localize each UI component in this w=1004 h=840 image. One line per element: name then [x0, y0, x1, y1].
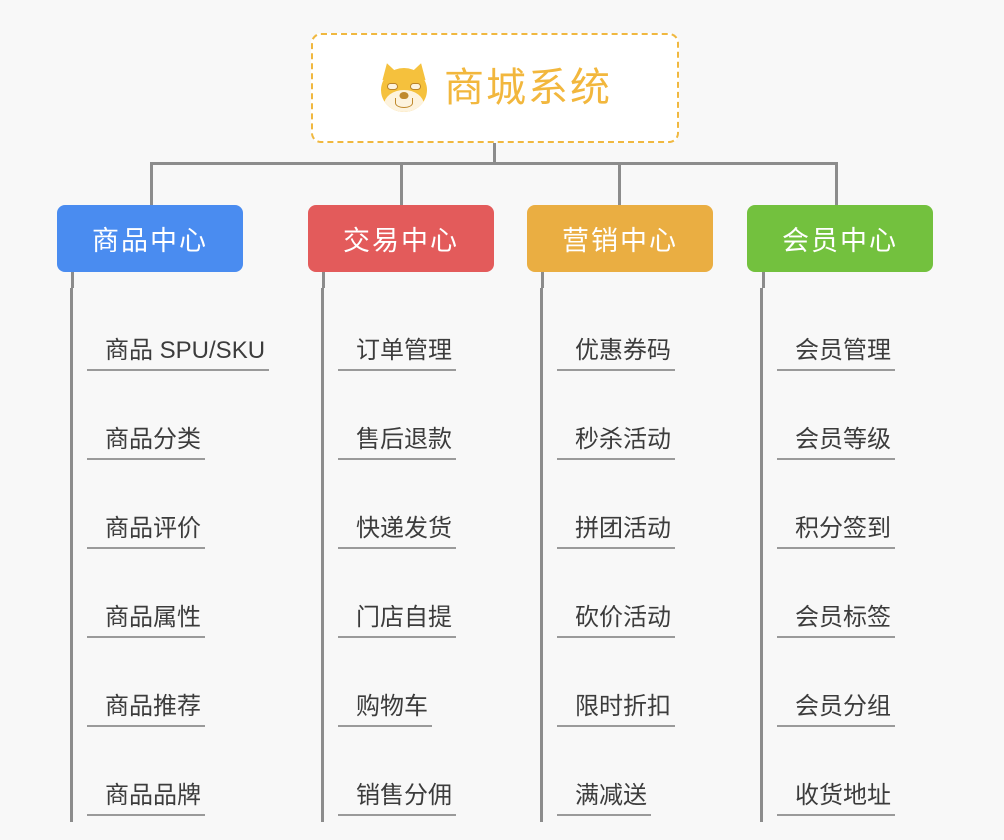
list-item[interactable]: 限时折扣 — [557, 644, 745, 733]
root-node-title: 商城系统 — [444, 66, 612, 110]
connector-drop-1 — [150, 162, 153, 205]
leaf-label: 满减送 — [557, 782, 651, 816]
list-item[interactable]: 商品推荐 — [87, 644, 307, 733]
leaf-label: 商品属性 — [87, 604, 205, 638]
leaf-label: 商品 SPU/SKU — [87, 337, 270, 371]
connector-header-stem-1 — [71, 272, 74, 288]
leaf-label: 积分签到 — [777, 515, 895, 549]
list-item[interactable]: 订单管理 — [338, 288, 526, 377]
list-item[interactable]: 会员标签 — [777, 555, 965, 644]
leaf-label: 购物车 — [338, 693, 432, 727]
list-item[interactable]: 秒杀活动 — [557, 377, 745, 466]
list-item[interactable]: 售后退款 — [338, 377, 526, 466]
list-item[interactable]: 会员等级 — [777, 377, 965, 466]
list-item[interactable]: 商品品牌 — [87, 733, 307, 822]
category-header-marketing[interactable]: 营销中心 — [527, 205, 713, 272]
leaf-list-member: 会员管理 会员等级 积分签到 会员标签 会员分组 收货地址 — [760, 288, 965, 822]
list-item[interactable]: 会员分组 — [777, 644, 965, 733]
leaf-label: 收货地址 — [777, 782, 895, 816]
leaf-label: 限时折扣 — [557, 693, 675, 727]
category-column-marketing: 营销中心 优惠券码 秒杀活动 拼团活动 砍价活动 限时折扣 满减送 — [527, 205, 745, 822]
list-item[interactable]: 满减送 — [557, 733, 745, 822]
leaf-label: 会员分组 — [777, 693, 895, 727]
list-item[interactable]: 商品评价 — [87, 466, 307, 555]
leaf-label: 会员标签 — [777, 604, 895, 638]
shiba-inu-dog-icon — [378, 60, 430, 113]
list-item[interactable]: 优惠券码 — [557, 288, 745, 377]
leaf-label: 拼团活动 — [557, 515, 675, 549]
category-header-product[interactable]: 商品中心 — [57, 205, 243, 272]
list-item[interactable]: 收货地址 — [777, 733, 965, 822]
leaf-label: 会员等级 — [777, 426, 895, 460]
category-header-member[interactable]: 会员中心 — [747, 205, 933, 272]
leaf-label: 商品推荐 — [87, 693, 205, 727]
root-node-mall-system[interactable]: 商城系统 — [311, 33, 679, 143]
connector-drop-4 — [835, 162, 838, 205]
leaf-label: 砍价活动 — [557, 604, 675, 638]
category-column-member: 会员中心 会员管理 会员等级 积分签到 会员标签 会员分组 收货地址 — [747, 205, 965, 822]
list-item[interactable]: 商品 SPU/SKU — [87, 288, 307, 377]
connector-drop-3 — [618, 162, 621, 205]
list-item[interactable]: 购物车 — [338, 644, 526, 733]
leaf-list-trade: 订单管理 售后退款 快递发货 门店自提 购物车 销售分佣 — [321, 288, 526, 822]
list-item[interactable]: 砍价活动 — [557, 555, 745, 644]
leaf-list-marketing: 优惠券码 秒杀活动 拼团活动 砍价活动 限时折扣 满减送 — [540, 288, 745, 822]
connector-header-stem-4 — [762, 272, 765, 288]
connector-horizontal-bus — [150, 162, 837, 165]
leaf-label: 商品分类 — [87, 426, 205, 460]
leaf-label: 快递发货 — [338, 515, 456, 549]
connector-root-stem — [493, 143, 496, 163]
category-column-product: 商品中心 商品 SPU/SKU 商品分类 商品评价 商品属性 商品推荐 商品品牌 — [57, 205, 307, 822]
leaf-label: 订单管理 — [338, 337, 456, 371]
list-item[interactable]: 销售分佣 — [338, 733, 526, 822]
list-item[interactable]: 商品分类 — [87, 377, 307, 466]
connector-header-stem-2 — [322, 272, 325, 288]
leaf-label: 会员管理 — [777, 337, 895, 371]
leaf-label: 售后退款 — [338, 426, 456, 460]
list-item[interactable]: 拼团活动 — [557, 466, 745, 555]
leaf-label: 商品评价 — [87, 515, 205, 549]
leaf-label: 商品品牌 — [87, 782, 205, 816]
list-item[interactable]: 会员管理 — [777, 288, 965, 377]
category-column-trade: 交易中心 订单管理 售后退款 快递发货 门店自提 购物车 销售分佣 — [308, 205, 526, 822]
list-item[interactable]: 门店自提 — [338, 555, 526, 644]
list-item[interactable]: 积分签到 — [777, 466, 965, 555]
connector-drop-2 — [400, 162, 403, 205]
leaf-label: 优惠券码 — [557, 337, 675, 371]
leaf-label: 销售分佣 — [338, 782, 456, 816]
category-header-trade[interactable]: 交易中心 — [308, 205, 494, 272]
leaf-label: 秒杀活动 — [557, 426, 675, 460]
list-item[interactable]: 商品属性 — [87, 555, 307, 644]
connector-header-stem-3 — [541, 272, 544, 288]
leaf-label: 门店自提 — [338, 604, 456, 638]
leaf-list-product: 商品 SPU/SKU 商品分类 商品评价 商品属性 商品推荐 商品品牌 — [70, 288, 307, 822]
list-item[interactable]: 快递发货 — [338, 466, 526, 555]
